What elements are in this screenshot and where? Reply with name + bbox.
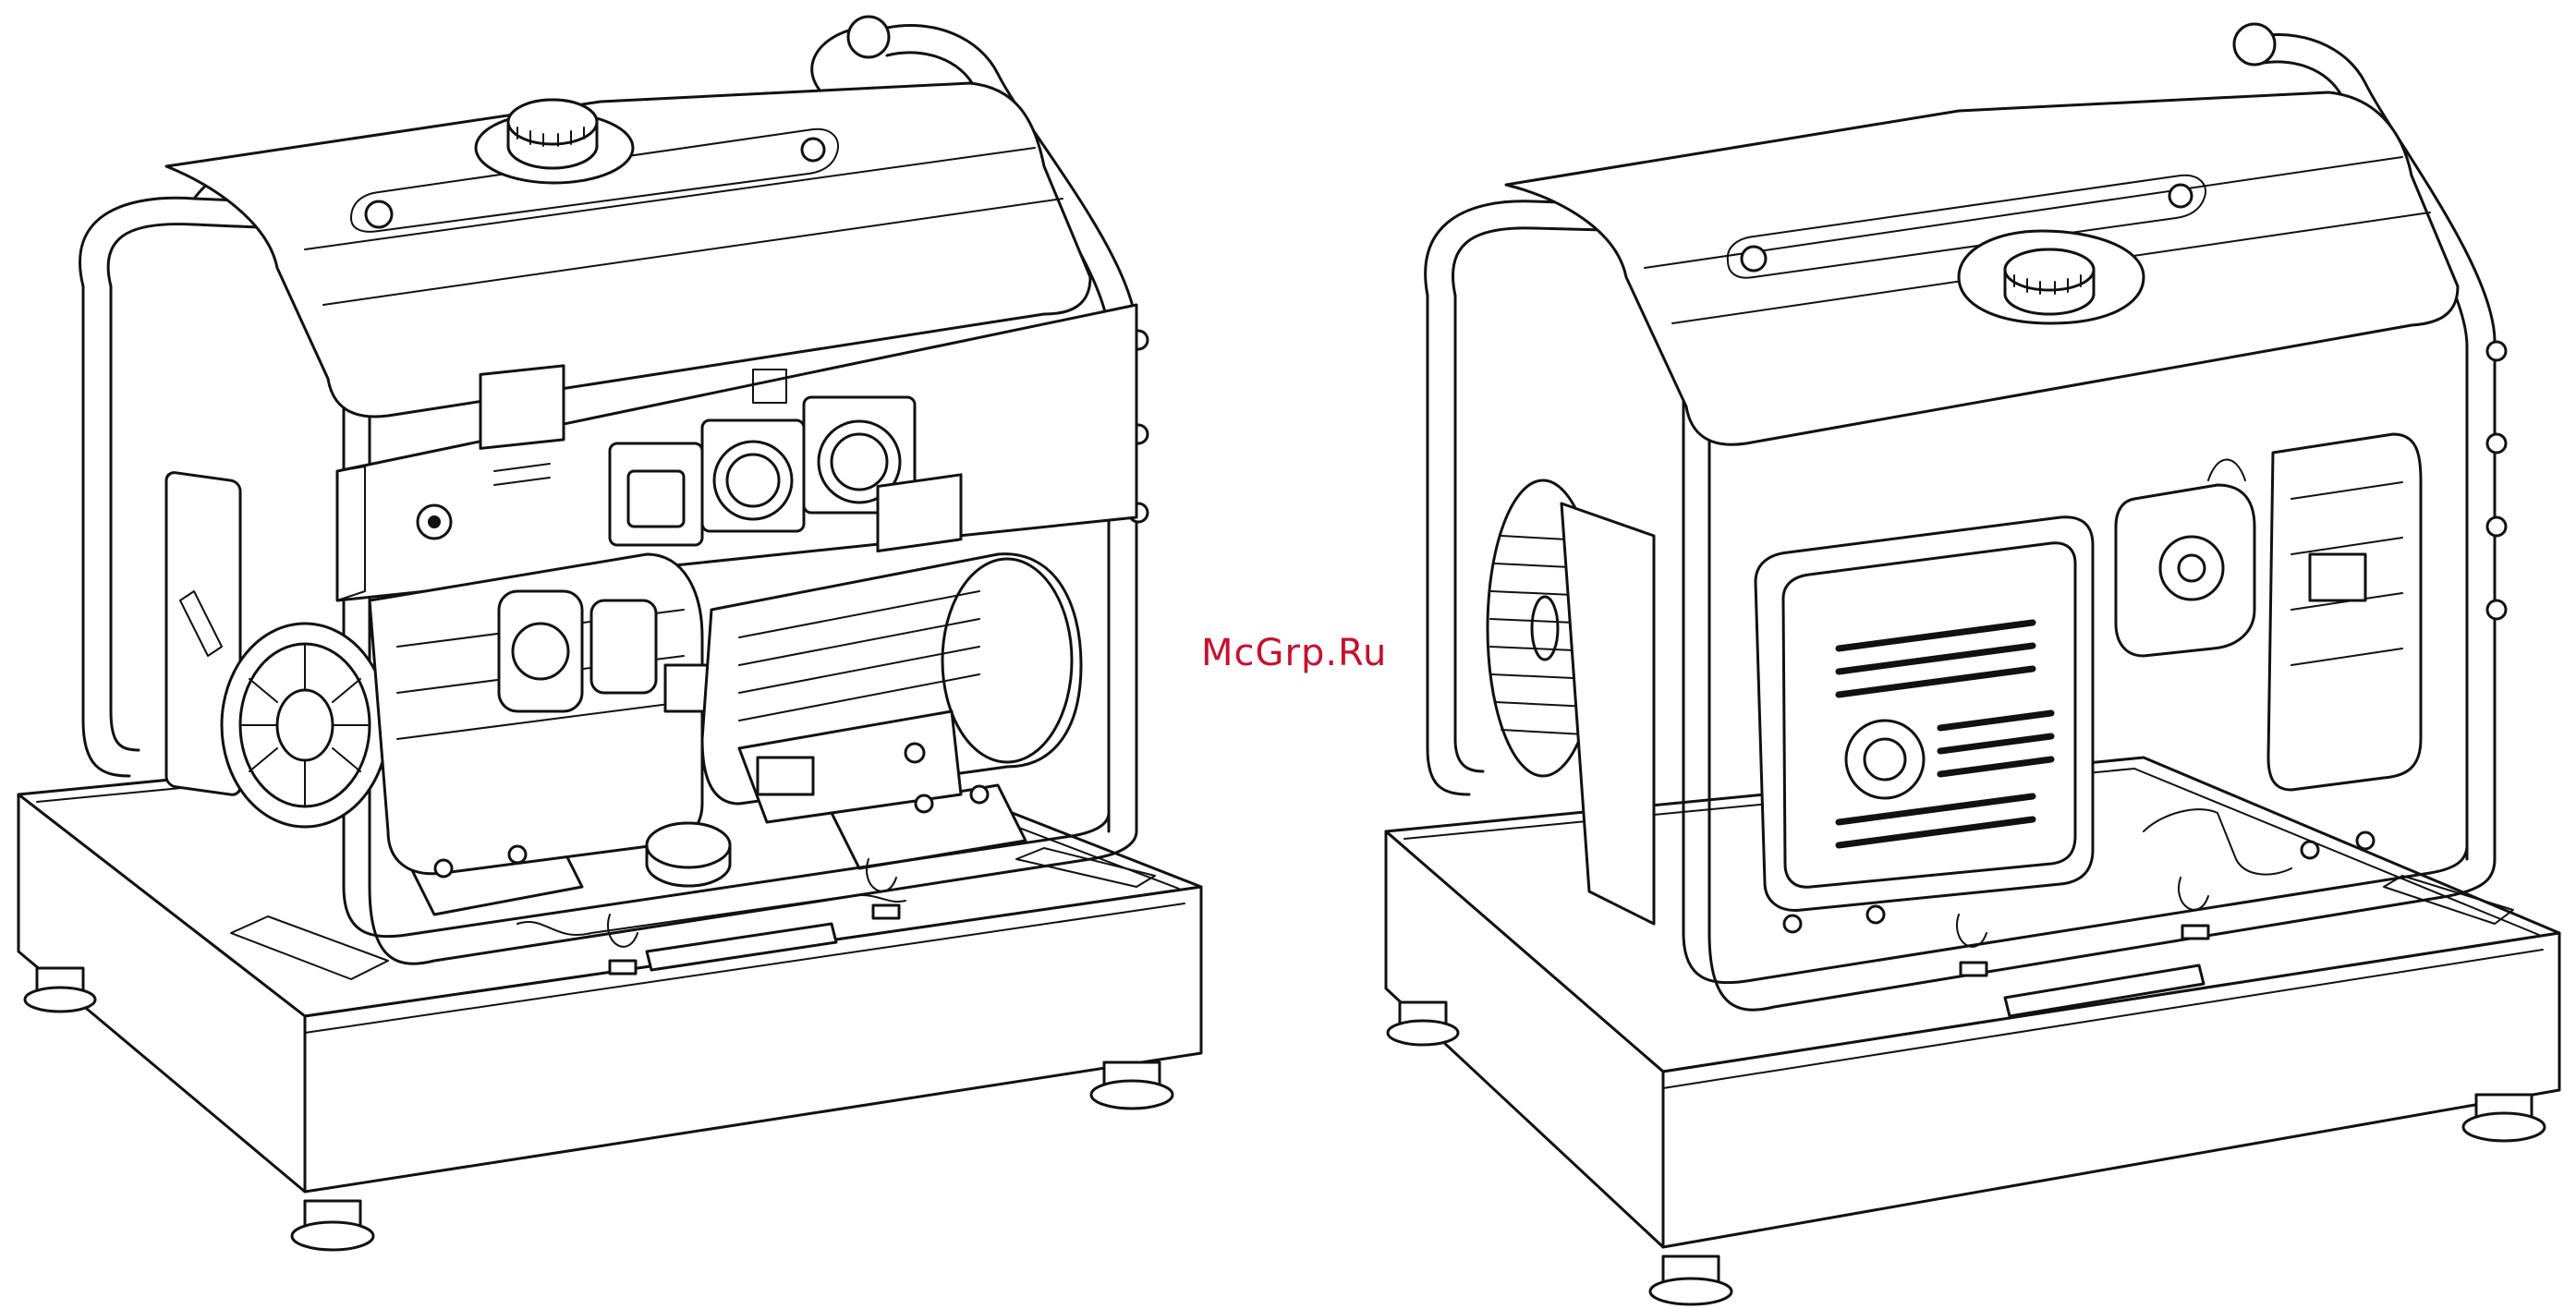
power-socket bbox=[610, 443, 702, 545]
foot bbox=[2463, 1095, 2545, 1141]
foot bbox=[1650, 1256, 1732, 1304]
generator-rear-view bbox=[1386, 24, 2559, 1304]
foot bbox=[1091, 1062, 1173, 1109]
fuel-tank bbox=[1506, 92, 2458, 444]
panel-meter bbox=[480, 366, 564, 448]
oil-filler-cap bbox=[647, 823, 730, 886]
muffler bbox=[1756, 517, 2093, 911]
power-socket bbox=[702, 420, 804, 531]
alternator-housing bbox=[2268, 434, 2421, 790]
watermark-text: McGrp.Ru bbox=[1201, 632, 1387, 674]
foot bbox=[292, 1201, 373, 1250]
fuel-cap bbox=[2005, 249, 2094, 314]
generator-front-view bbox=[18, 17, 1201, 1250]
fuel-cap bbox=[508, 100, 597, 168]
air-filter bbox=[2116, 460, 2254, 657]
